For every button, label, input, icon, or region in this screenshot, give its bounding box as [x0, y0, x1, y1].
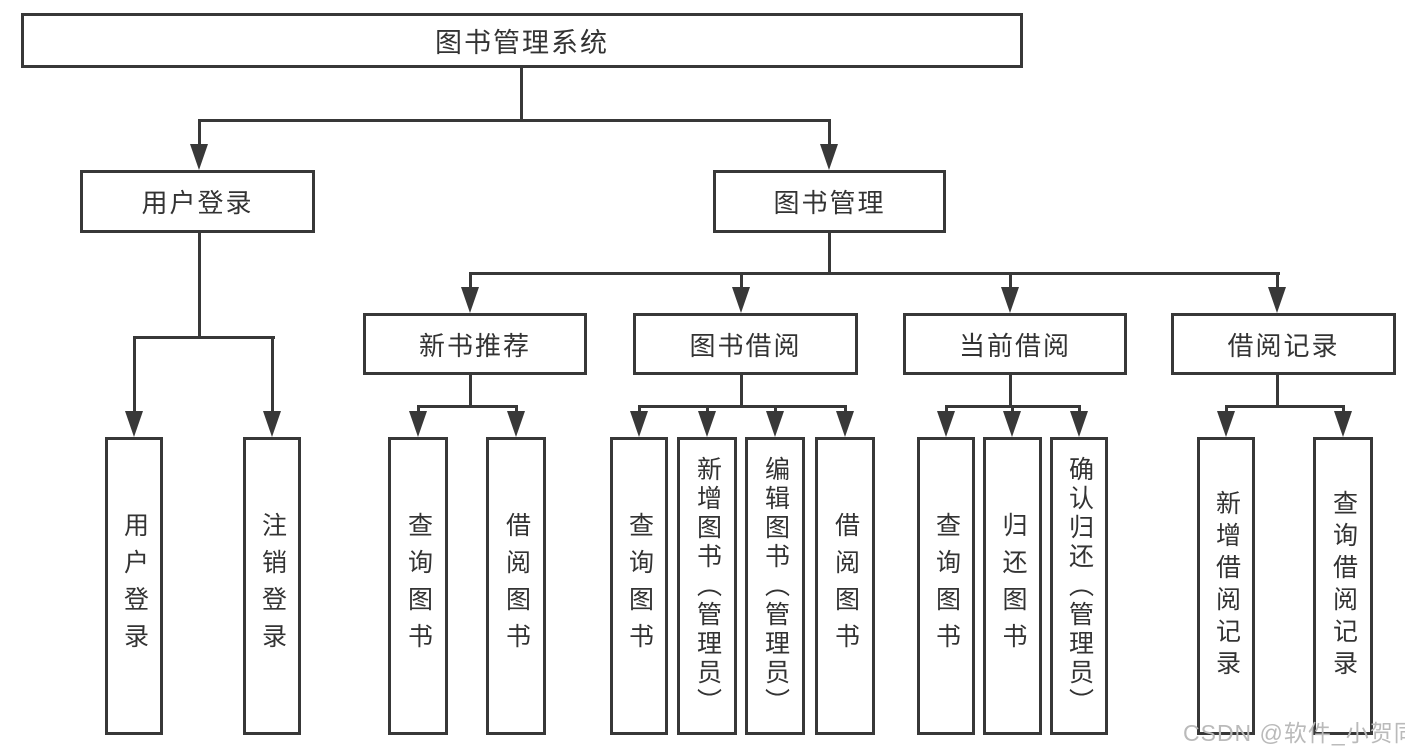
leaf-recommend-borrow-book-label: 借阅图书 — [502, 512, 531, 660]
node-root-label: 图书管理系统 — [435, 28, 609, 58]
arrow-down-icon — [190, 144, 208, 170]
leaf-edit-book-admin: 编辑图书（管理员） — [745, 437, 805, 735]
leaf-borrow-query-book: 查询图书 — [610, 437, 668, 735]
connector-line — [1225, 405, 1228, 414]
connector-line — [828, 233, 831, 275]
node-user-login: 用户登录 — [80, 170, 315, 233]
connector-line — [1078, 405, 1081, 414]
connector-line — [133, 336, 275, 339]
arrow-down-icon — [836, 411, 854, 437]
leaf-user-login: 用户登录 — [105, 437, 163, 735]
arrow-down-icon — [732, 287, 750, 313]
leaf-borrow-query-book-label: 查询图书 — [625, 512, 654, 660]
leaf-add-book-admin: 新增图书（管理员） — [677, 437, 737, 735]
connector-line — [469, 272, 472, 290]
leaf-borrow-book-label: 借阅图书 — [831, 512, 860, 660]
connector-line — [1009, 375, 1012, 405]
watermark: CSDN @软件_小贺同学 — [1183, 720, 1405, 746]
leaf-return-book-label: 归还图书 — [999, 512, 1027, 660]
leaf-return-book: 归还图书 — [983, 437, 1042, 735]
node-book-management: 图书管理 — [713, 170, 946, 233]
connector-line — [774, 405, 777, 414]
connector-line — [469, 272, 1280, 275]
arrow-down-icon — [125, 411, 143, 437]
connector-line — [1342, 405, 1345, 414]
arrow-down-icon — [937, 411, 955, 437]
arrow-down-icon — [1070, 411, 1088, 437]
connector-line — [945, 405, 948, 414]
leaf-confirm-return-admin: 确认归还（管理员） — [1050, 437, 1108, 735]
arrow-down-icon — [263, 411, 281, 437]
leaf-user-login-label: 用户登录 — [120, 512, 149, 660]
node-book-management-label: 图书管理 — [773, 188, 886, 218]
arrow-down-icon — [630, 411, 648, 437]
connector-line — [1276, 272, 1279, 290]
arrow-down-icon — [1003, 411, 1021, 437]
connector-line — [133, 336, 136, 414]
leaf-logout-label: 注销登录 — [258, 512, 287, 660]
connector-line — [740, 272, 743, 290]
node-borrow-record-label: 借阅记录 — [1227, 330, 1340, 361]
connector-line — [417, 405, 420, 414]
connector-line — [198, 119, 201, 147]
leaf-borrow-book: 借阅图书 — [815, 437, 875, 735]
leaf-recommend-borrow-book: 借阅图书 — [486, 437, 546, 735]
connector-line — [844, 405, 847, 414]
arrow-down-icon — [1217, 411, 1235, 437]
leaf-add-borrow-record-label: 新增借阅记录 — [1212, 490, 1241, 682]
node-current-borrow-label: 当前借阅 — [958, 330, 1071, 361]
leaf-current-query-book: 查询图书 — [917, 437, 975, 735]
connector-line — [469, 375, 472, 405]
connector-line — [1276, 375, 1279, 405]
arrow-down-icon — [766, 411, 784, 437]
connector-line — [828, 119, 831, 147]
leaf-recommend-query-book: 查询图书 — [388, 437, 448, 735]
node-new-book-recommend-label: 新书推荐 — [418, 330, 531, 361]
connector-line — [1009, 272, 1012, 290]
arrow-down-icon — [820, 144, 838, 170]
connector-line — [198, 119, 831, 122]
node-root: 图书管理系统 — [21, 13, 1023, 68]
arrow-down-icon — [461, 287, 479, 313]
connector-line — [638, 405, 847, 408]
node-book-borrow: 图书借阅 — [633, 313, 858, 375]
node-new-book-recommend: 新书推荐 — [363, 313, 587, 375]
arrow-down-icon — [1001, 287, 1019, 313]
connector-line — [520, 68, 523, 119]
node-current-borrow: 当前借阅 — [903, 313, 1127, 375]
leaf-add-borrow-record: 新增借阅记录 — [1197, 437, 1255, 735]
leaf-logout: 注销登录 — [243, 437, 301, 735]
connector-line — [198, 233, 201, 336]
connector-line — [1225, 405, 1345, 408]
arrow-down-icon — [1334, 411, 1352, 437]
connector-line — [740, 375, 743, 405]
arrow-down-icon — [1268, 287, 1286, 313]
arrow-down-icon — [409, 411, 427, 437]
connector-line — [515, 405, 518, 414]
leaf-current-query-book-label: 查询图书 — [932, 512, 961, 660]
connector-line — [638, 405, 641, 414]
node-borrow-record: 借阅记录 — [1171, 313, 1396, 375]
node-user-login-label: 用户登录 — [141, 188, 254, 218]
node-book-borrow-label: 图书借阅 — [689, 330, 802, 361]
arrow-down-icon — [507, 411, 525, 437]
connector-line — [417, 405, 518, 408]
connector-line — [1011, 405, 1014, 414]
connector-line — [706, 405, 709, 414]
connector-line — [271, 336, 274, 414]
leaf-add-book-admin-label: 新增图书（管理员） — [693, 455, 722, 717]
leaf-recommend-query-book-label: 查询图书 — [404, 512, 433, 660]
leaf-query-borrow-record-label: 查询借阅记录 — [1329, 490, 1358, 682]
leaf-query-borrow-record: 查询借阅记录 — [1313, 437, 1373, 735]
arrow-down-icon — [698, 411, 716, 437]
leaf-edit-book-admin-label: 编辑图书（管理员） — [761, 455, 790, 717]
leaf-confirm-return-admin-label: 确认归还（管理员） — [1065, 455, 1094, 717]
